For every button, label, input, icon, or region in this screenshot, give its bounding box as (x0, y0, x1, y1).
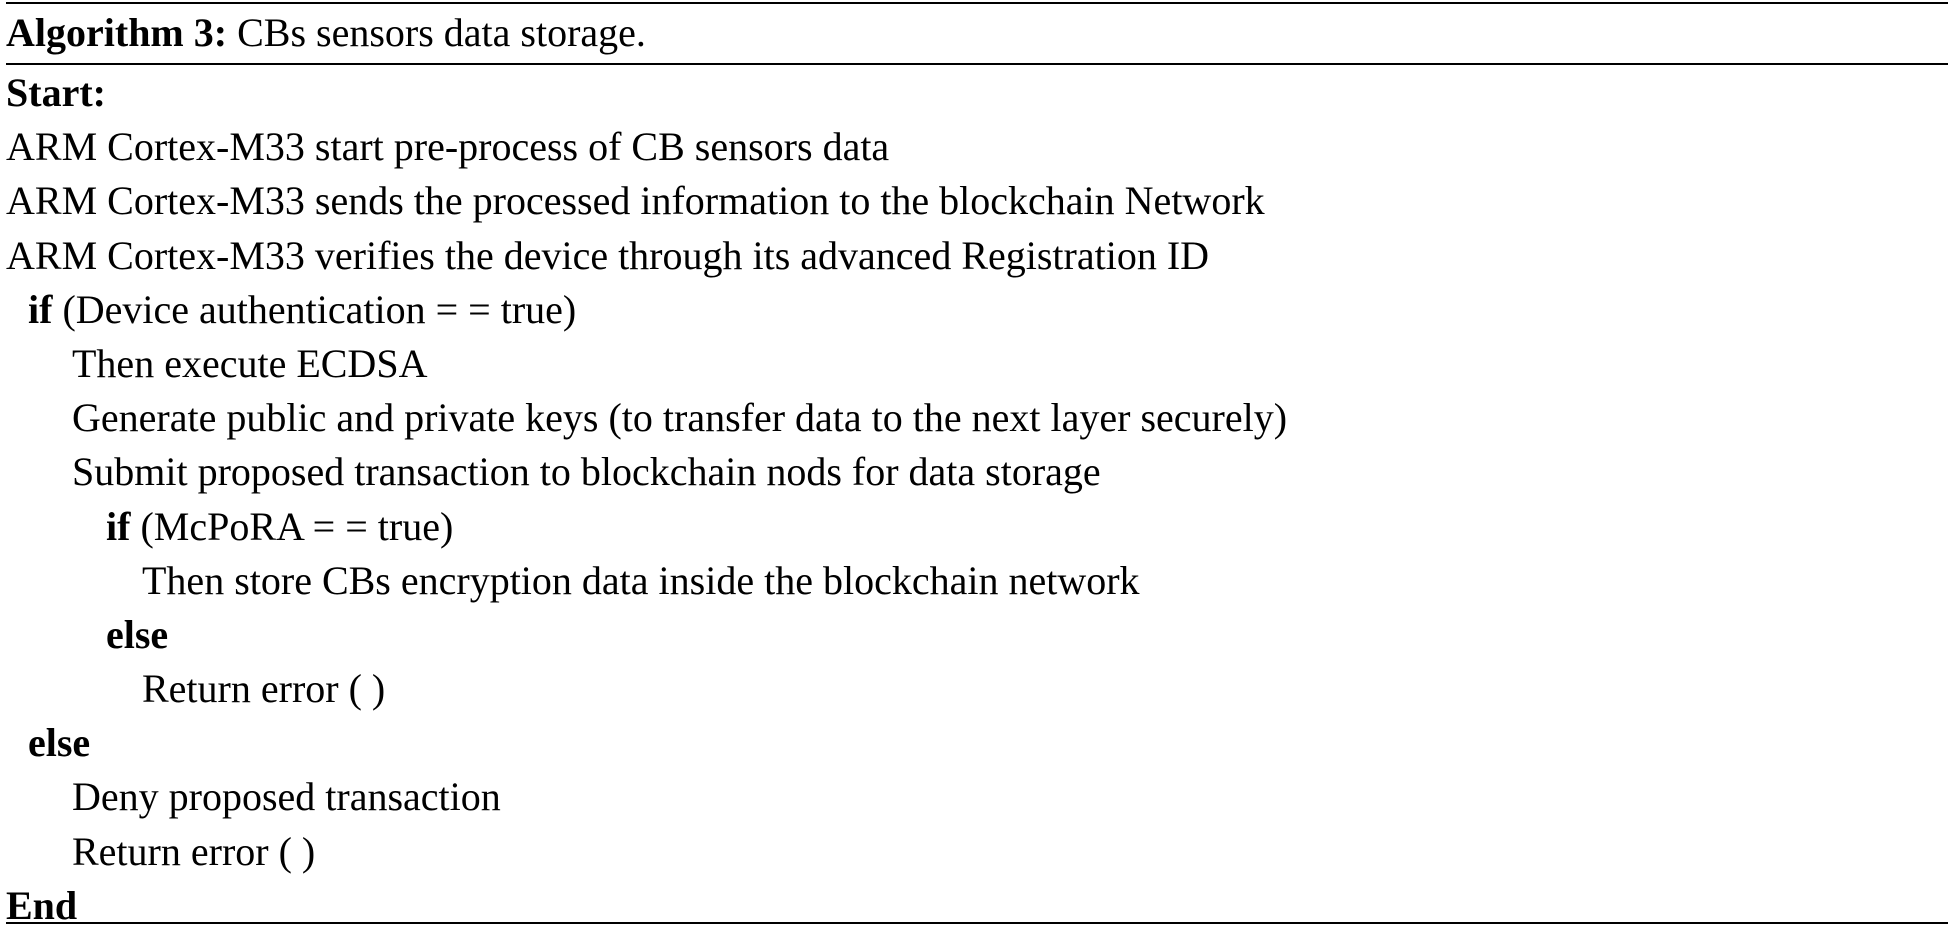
algorithm-label: Algorithm 3: (6, 10, 228, 55)
algo-line-1: ARM Cortex-M33 start pre-process of CB s… (6, 124, 890, 170)
if-condition: (McPoRA = = true) (140, 503, 454, 549)
algo-line-9: Deny proposed transaction (72, 774, 501, 820)
if-mcpora-line: if (McPoRA = = true) (6, 500, 1287, 554)
if-keyword: if (106, 503, 131, 549)
algo-line-5: Generate public and private keys (to tra… (72, 395, 1288, 441)
algorithm-block: Algorithm 3: CBs sensors data storage. S… (6, 0, 1948, 929)
else-keyword: else (106, 611, 169, 657)
algorithm-title: CBs sensors data storage. (237, 10, 646, 55)
if-device-auth-line: if (Device authentication = = true) (6, 283, 1287, 337)
algo-line-10: Return error ( ) (72, 828, 316, 874)
else-keyword: else (28, 720, 91, 766)
start-keyword: Start: (6, 70, 106, 115)
caption-rule (6, 63, 1948, 65)
algo-line-8: Return error ( ) (142, 666, 386, 712)
if-keyword: if (28, 286, 53, 332)
end-keyword: End (6, 882, 78, 928)
algo-line-7: Then store CBs encryption data inside th… (142, 557, 1140, 603)
bottom-rule (6, 922, 1948, 924)
top-rule (6, 2, 1948, 4)
algo-line-2: ARM Cortex-M33 sends the processed infor… (6, 178, 1265, 224)
algo-line-6: Submit proposed transaction to blockchai… (72, 449, 1101, 495)
algo-line-3: ARM Cortex-M33 verifies the device throu… (6, 232, 1210, 278)
if-condition: (Device authentication = = true) (62, 286, 577, 332)
algorithm-caption: Algorithm 3: CBs sensors data storage. (6, 8, 646, 58)
algo-line-4: Then execute ECDSA (72, 340, 428, 386)
algorithm-body: Start: ARM Cortex-M33 start pre-process … (6, 66, 1287, 933)
